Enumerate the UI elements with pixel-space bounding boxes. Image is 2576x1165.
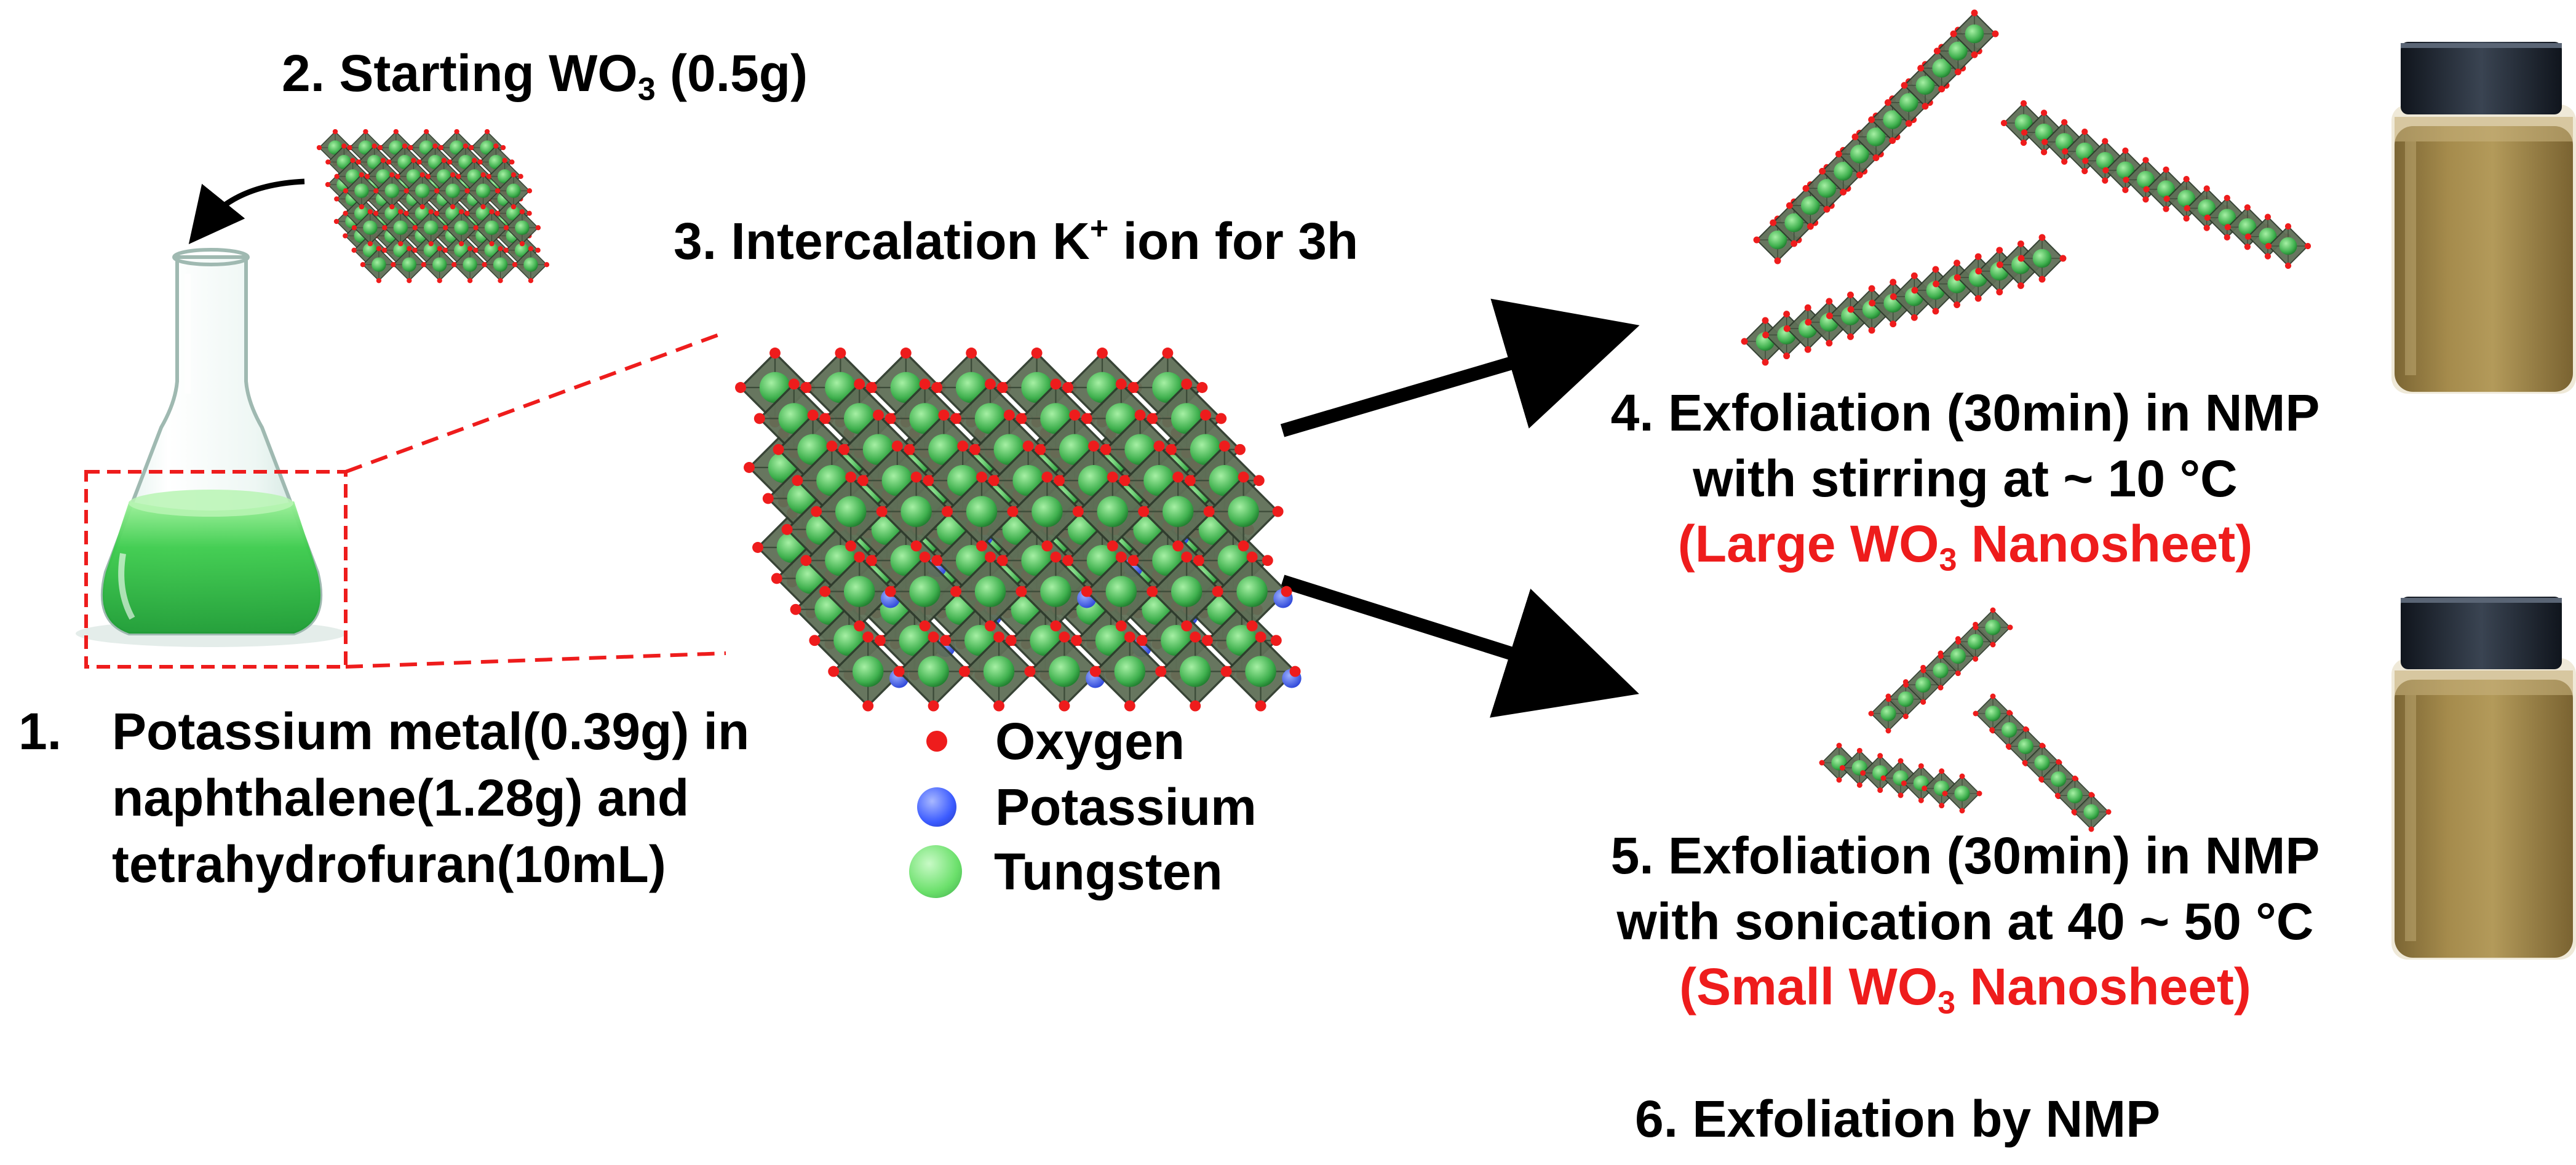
- step5-result-prefix: (Small WO: [1679, 958, 1938, 1016]
- small-nanosheet-3: [1973, 693, 2112, 832]
- potassium-dot-icon: [917, 787, 956, 827]
- legend-label-tungsten: Tungsten: [994, 843, 1223, 901]
- step6-label: 6. Exfoliation by NMP: [1635, 1090, 2161, 1148]
- step5-result-subscript: 3: [1938, 985, 1956, 1021]
- step5-result-suffix: Nanosheet): [1955, 958, 2251, 1016]
- step3-label: 3. Intercalation K+ ion for 3h: [674, 212, 1358, 270]
- step5-line2: with sonication at 40 ~ 50 °C: [1616, 892, 2314, 950]
- legend-item-oxygen: Oxygen: [909, 712, 1185, 770]
- oxygen-dot-icon: [926, 731, 947, 752]
- erlenmeyer-flask-icon: [76, 248, 346, 647]
- step2-suffix: (0.5g): [655, 44, 808, 102]
- vial-large-nanosheet-icon: [2391, 42, 2576, 394]
- step4-line2: with stirring at ~ 10 °C: [1693, 449, 2238, 507]
- step3-prefix: 3. Intercalation K: [674, 212, 1090, 270]
- vial-small-nanosheet-icon: [2391, 597, 2576, 960]
- arrow-to-small-nanosheet: [1280, 575, 1639, 718]
- legend-item-potassium: Potassium: [909, 778, 1257, 836]
- step5-line1: 5. Exfoliation (30min) in NMP: [1610, 827, 2320, 885]
- step2-subscript: 3: [637, 71, 656, 108]
- step1-line3: tetrahydrofuran(10mL): [112, 835, 666, 893]
- step5-label: 5. Exfoliation (30min) in NMP with sonic…: [1544, 823, 2387, 1020]
- zoom-line-bottom: [345, 651, 726, 669]
- curved-arrow-icon: [188, 178, 305, 245]
- small-nanosheet-2: [1819, 742, 1982, 814]
- small-nanosheet-1: [1868, 607, 2013, 734]
- step4-result-suffix: Nanosheet): [1957, 515, 2253, 573]
- step2-label: 2. Starting WO3 (0.5g): [282, 44, 808, 106]
- arrow-to-large-nanosheet: [1280, 298, 1640, 437]
- large-nanosheet-1: [1753, 9, 1999, 264]
- step4-result: (Large WO3 Nanosheet): [1544, 511, 2387, 577]
- zoom-highlight-box: [84, 470, 348, 669]
- step1-number: 1.: [18, 702, 62, 760]
- starting-wo3-crystal: [316, 129, 550, 284]
- legend-label-potassium: Potassium: [995, 778, 1257, 836]
- intercalated-crystal: [735, 348, 1302, 712]
- legend-label-oxygen: Oxygen: [995, 712, 1185, 770]
- step3-suffix: ion for 3h: [1108, 212, 1359, 270]
- step1-line2: naphthalene(1.28g) and: [112, 769, 690, 827]
- large-nanosheet-2: [2000, 100, 2312, 269]
- step4-result-subscript: 3: [1939, 542, 1957, 578]
- zoom-line-top: [344, 330, 727, 474]
- step1-line1: Potassium metal(0.39g) in: [112, 702, 750, 760]
- step3-superscript: +: [1089, 210, 1109, 247]
- tungsten-dot-icon: [909, 845, 962, 899]
- step2-prefix: 2. Starting WO: [282, 44, 638, 102]
- large-nanosheet-3: [1741, 234, 2067, 366]
- step4-line1: 4. Exfoliation (30min) in NMP: [1610, 384, 2320, 442]
- legend-item-tungsten: Tungsten: [909, 843, 1223, 901]
- step4-label: 4. Exfoliation (30min) in NMP with stirr…: [1544, 380, 2387, 577]
- step5-result: (Small WO3 Nanosheet): [1544, 954, 2387, 1020]
- step4-result-prefix: (Large WO: [1677, 515, 1939, 573]
